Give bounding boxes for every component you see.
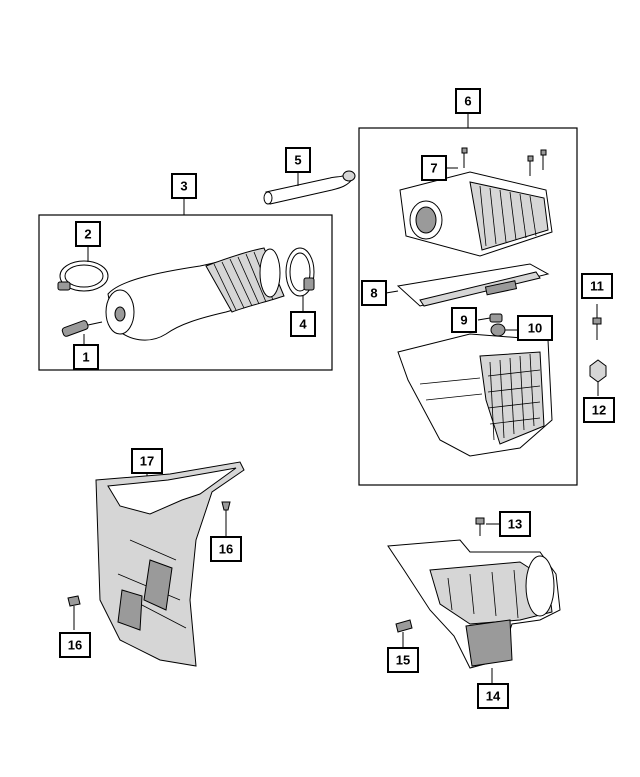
svg-text:13: 13 — [508, 517, 522, 532]
callout-17: 17 — [131, 448, 163, 474]
grommet-9 — [477, 313, 503, 323]
hose-clamp-4 — [285, 247, 315, 312]
callout-4: 4 — [290, 311, 316, 337]
svg-text:14: 14 — [486, 689, 501, 704]
hose-clamp-2 — [57, 246, 109, 292]
svg-text:5: 5 — [294, 153, 301, 168]
air-cleaner-cover — [399, 171, 553, 257]
bolt-11 — [592, 304, 602, 340]
svg-text:11: 11 — [590, 279, 604, 294]
svg-text:15: 15 — [396, 653, 410, 668]
svg-text:16: 16 — [219, 542, 233, 557]
callout-16b: 16 — [59, 632, 91, 658]
svg-text:3: 3 — [180, 179, 187, 194]
callout-3: 3 — [171, 173, 197, 199]
svg-text:6: 6 — [464, 94, 471, 109]
heat-shield-17 — [95, 461, 245, 667]
callout-6: 6 — [455, 88, 481, 114]
callout-7: 7 — [421, 155, 447, 181]
callout-10: 10 — [517, 315, 553, 341]
sensor-1 — [61, 320, 103, 345]
air-filter-8 — [385, 263, 550, 307]
screw-13 — [475, 517, 500, 536]
svg-text:7: 7 — [430, 161, 437, 176]
svg-text:12: 12 — [592, 403, 606, 418]
svg-text:17: 17 — [140, 454, 154, 469]
callout-11: 11 — [581, 273, 613, 299]
air-intake-hose — [105, 247, 285, 341]
svg-text:2: 2 — [84, 227, 91, 242]
callout-12: 12 — [583, 397, 615, 423]
callout-9: 9 — [451, 307, 477, 333]
duct-assembly-frame — [38, 214, 333, 371]
svg-text:10: 10 — [528, 321, 542, 336]
push-pin-16b — [67, 595, 81, 630]
callout-14: 14 — [477, 683, 509, 709]
air-duct-14 — [387, 539, 561, 684]
vent-tube-5 — [263, 170, 356, 205]
push-pin-16a — [221, 501, 231, 536]
callout-15: 15 — [387, 647, 419, 673]
svg-text:9: 9 — [460, 313, 467, 328]
callout-2: 2 — [75, 221, 101, 247]
callout-5: 5 — [285, 147, 311, 173]
screws-7 — [446, 147, 547, 176]
svg-text:16: 16 — [68, 638, 82, 653]
svg-text:4: 4 — [299, 317, 307, 332]
callout-13: 13 — [499, 511, 531, 537]
grommet-10 — [490, 323, 518, 337]
callout-1: 1 — [73, 344, 99, 370]
svg-text:8: 8 — [370, 286, 377, 301]
air-cleaner-base — [397, 333, 553, 457]
callout-8: 8 — [361, 280, 387, 306]
push-pin-15 — [395, 619, 413, 648]
callout-16a: 16 — [210, 536, 242, 562]
nut-12 — [589, 359, 607, 396]
svg-text:1: 1 — [82, 350, 89, 365]
